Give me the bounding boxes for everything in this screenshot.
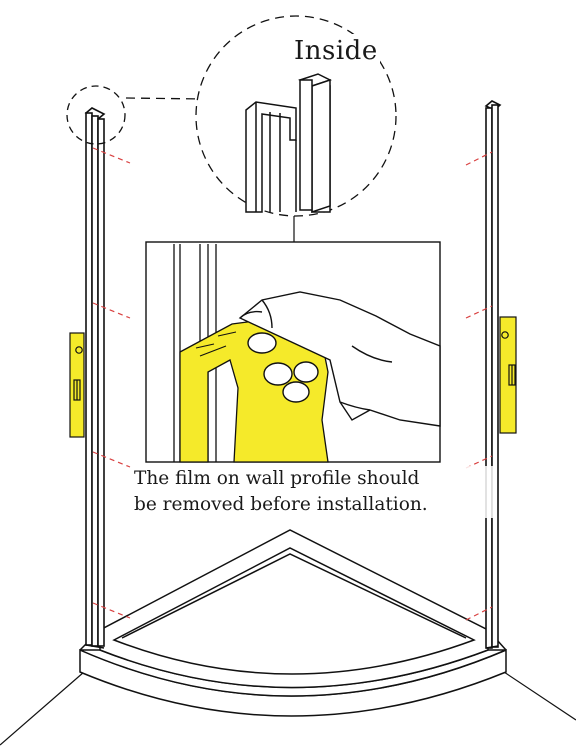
detail-marker-circle — [66, 85, 126, 145]
left-wall-profile — [84, 107, 106, 649]
instruction-line-1: The film on wall profile should — [134, 468, 420, 489]
instruction-caption: The film on wall profile should be remov… — [134, 466, 494, 518]
right-wall-profile — [484, 100, 502, 649]
instruction-line-2: be removed before installation. — [134, 494, 428, 515]
spirit-level-left — [69, 332, 85, 438]
callout-leader — [125, 97, 205, 100]
profile-detail — [245, 73, 332, 214]
callout-label-inside: Inside — [292, 34, 380, 68]
hand-peeling-icon — [238, 291, 441, 427]
shower-tray — [79, 529, 507, 717]
floor-lines — [0, 671, 576, 746]
detail-illustration — [145, 241, 441, 463]
spirit-level-right — [499, 316, 517, 434]
